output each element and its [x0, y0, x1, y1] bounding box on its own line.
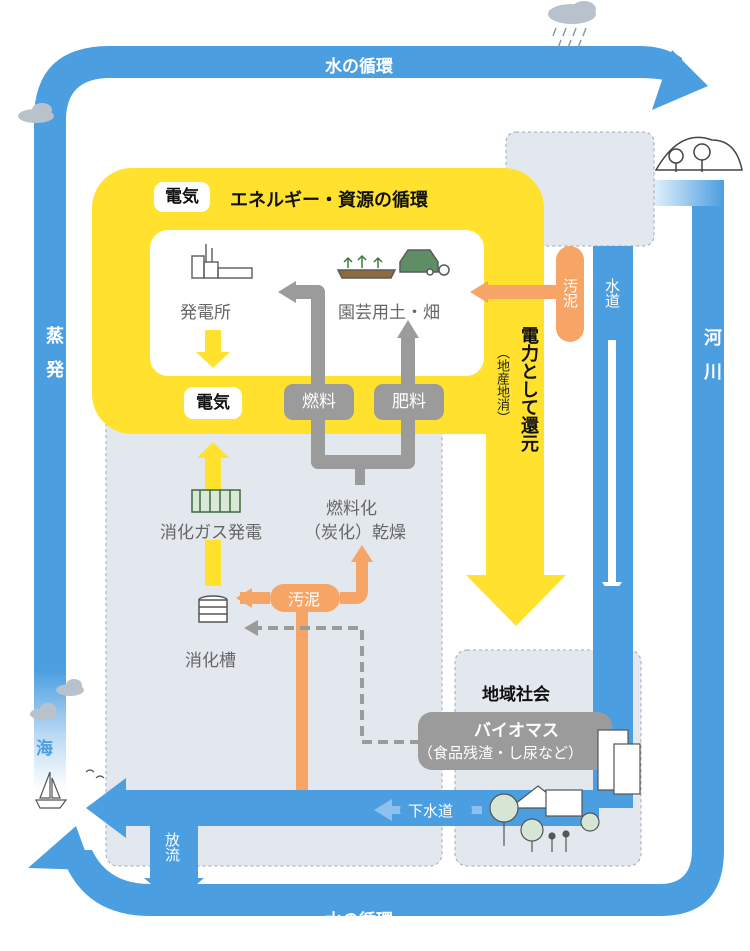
biomass-dashed-line	[256, 626, 420, 744]
sludge-riser	[296, 610, 308, 790]
sludge-vertical-band	[556, 246, 584, 342]
digestion-gas-power-label: 消化ガス発電	[160, 523, 262, 543]
digester-icon	[198, 595, 228, 623]
fertilizer-pill: 肥料	[374, 384, 444, 420]
release-arrowhead	[144, 878, 204, 904]
river-label: 河川	[701, 328, 722, 396]
water-cycle-top-arrowhead	[652, 50, 708, 110]
community-title: 地域社会	[482, 685, 550, 705]
water-supply-label: 水道	[602, 278, 623, 308]
sludge-to-digester-arrowhead	[236, 588, 252, 608]
local-production-label: （地産地消）	[494, 346, 509, 424]
gas-generator-icon	[191, 489, 241, 513]
sludge-horizontal-arrowhead	[470, 281, 488, 303]
water-supply-line	[608, 340, 616, 585]
field-icon	[336, 249, 450, 279]
city-icon	[489, 729, 641, 852]
water-cycle-bottom-arrowhead	[28, 826, 92, 870]
electricity-node: 電気	[184, 387, 242, 419]
release-band	[150, 825, 198, 881]
sea-label: 海	[36, 739, 53, 759]
power-return-shaft	[486, 350, 544, 575]
digester-shaft	[205, 540, 221, 586]
sludge-horizontal-shaft	[484, 285, 558, 299]
sludge-vertical-label: 汚泥	[561, 278, 579, 308]
fuel-arrowhead	[278, 281, 296, 303]
fuel-drying-label-line2: （炭化）乾燥	[304, 523, 406, 543]
sewer-label: 下水道	[408, 802, 454, 820]
gas-power-arrowhead	[197, 442, 229, 458]
biomass-pill	[418, 712, 612, 770]
sludge-horizontal-label: 汚泥	[288, 590, 321, 609]
power-return-label: 電力として還元	[518, 326, 539, 452]
gas-power-shaft	[205, 458, 221, 490]
water-cycle-bottom-label: 水の循環	[325, 911, 393, 931]
sewer-pill	[400, 798, 472, 822]
biomass-arrowhead	[244, 620, 258, 636]
electricity-badge: 電気	[154, 182, 210, 212]
discharge-label: 放流	[163, 832, 181, 862]
sludge-pill	[270, 584, 340, 612]
sludge-to-dryer-arrowhead	[351, 545, 373, 562]
power-plant-icon	[191, 244, 253, 279]
cloud-icon	[18, 103, 84, 720]
fertilizer-arrowhead	[397, 320, 419, 338]
digester-label: 消化槽	[185, 651, 236, 671]
energy-cycle-title: エネルギー・資源の循環	[230, 190, 428, 211]
sewer-arrowhead	[374, 799, 392, 821]
biomass-sub: （食品残渣・し尿など）	[418, 744, 584, 762]
water-cycle-left-band	[34, 110, 66, 670]
power-plant-arrow	[196, 330, 230, 368]
sludge-to-dryer-line	[340, 560, 368, 604]
rain-cloud-icon	[548, 1, 596, 49]
fuel-pill: 燃料	[284, 384, 354, 420]
mountain-icon	[654, 136, 743, 172]
power-plant-label: 発電所	[180, 303, 231, 323]
fuel-drying-label-line1: 燃料化	[326, 499, 377, 519]
discharge-arrowhead	[86, 778, 126, 838]
water-cycle-top-label: 水の循環	[325, 57, 393, 77]
water-cycle-top-band	[34, 46, 682, 120]
sailboat-icon	[35, 769, 105, 809]
evaporation-label: 蒸発	[43, 326, 64, 394]
garden-soil-label: 園芸用土・畑	[338, 303, 440, 323]
power-return-arrowhead	[466, 575, 566, 626]
biomass-title: バイオマス	[474, 721, 559, 741]
